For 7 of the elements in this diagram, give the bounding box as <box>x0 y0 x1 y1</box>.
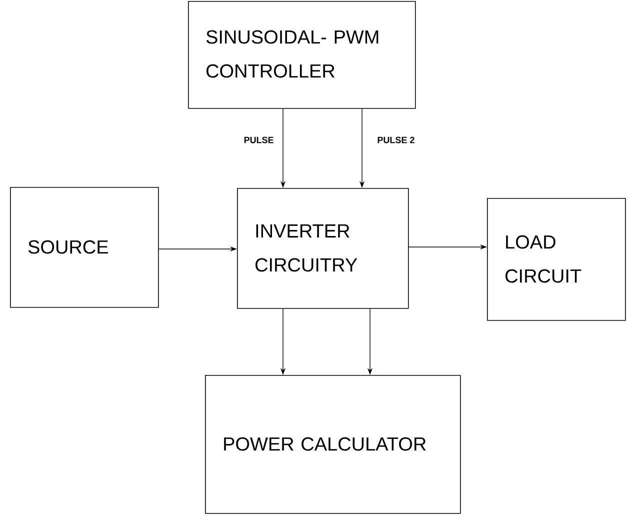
block-box: INVERTER CIRCUITRY <box>237 188 409 309</box>
block-box: SOURCE <box>10 187 159 308</box>
block-box: LOAD CIRCUIT <box>487 198 626 321</box>
block-box: POWER CALCULATOR <box>205 375 461 514</box>
edge-label: PULSE <box>244 136 274 144</box>
block-box: SINUSOIDAL- PWM CONTROLLER <box>188 1 416 109</box>
edge-label: PULSE 2 <box>378 136 414 144</box>
